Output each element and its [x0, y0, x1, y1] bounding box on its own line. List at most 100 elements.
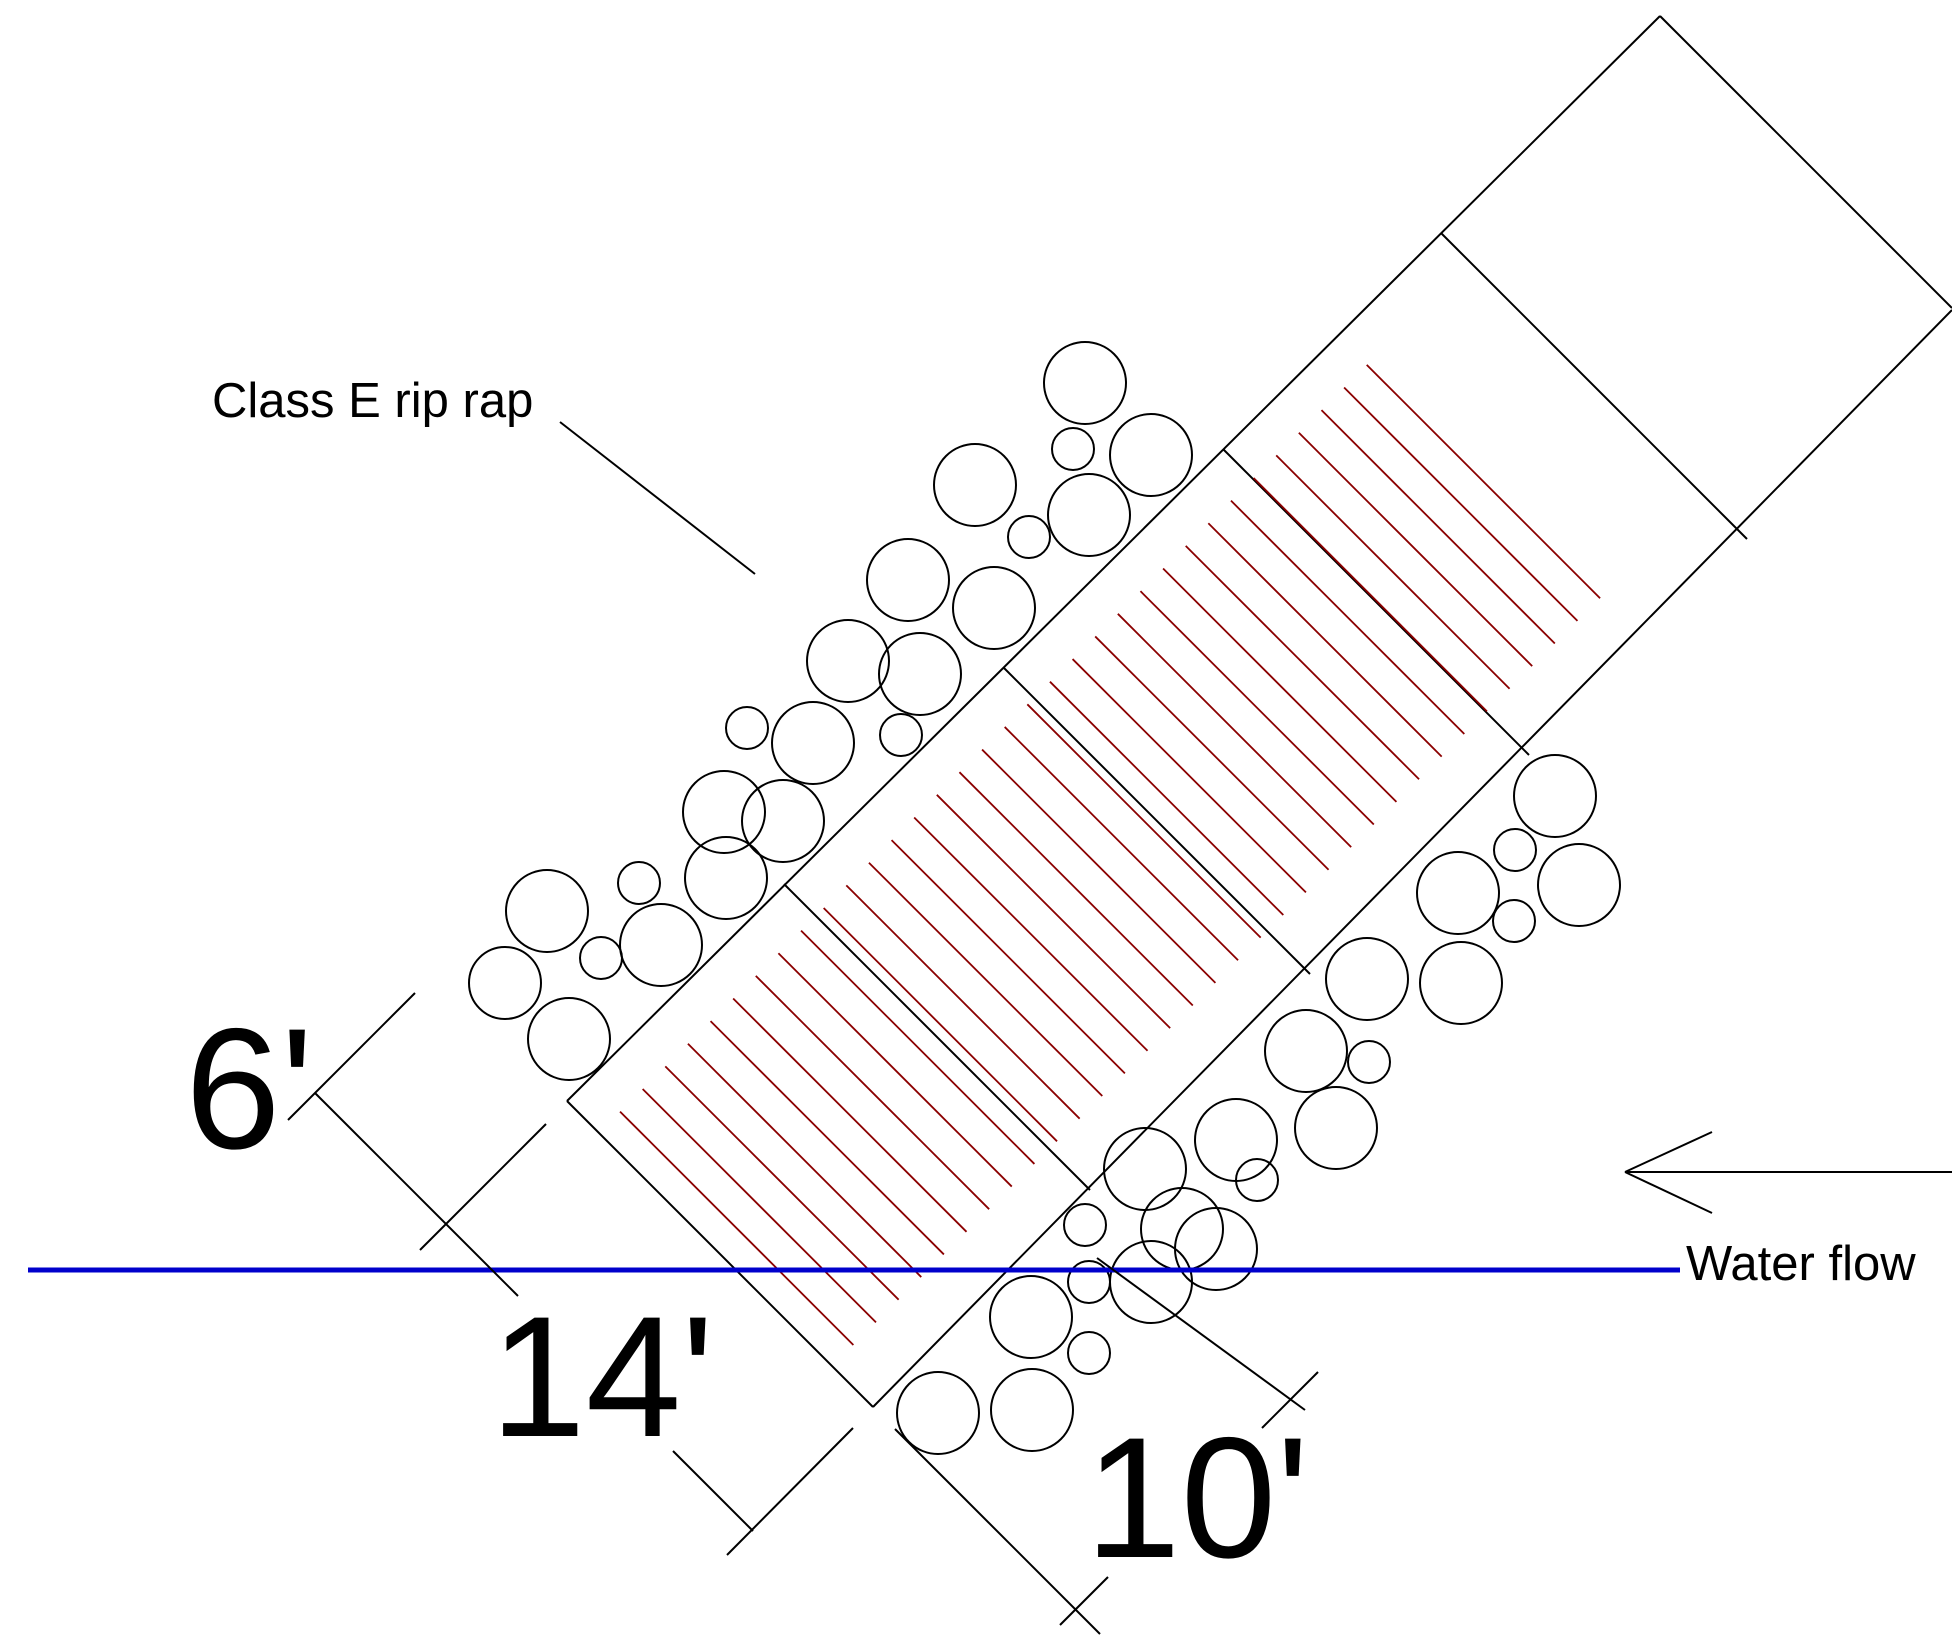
structure-end-bottom: [566, 1100, 874, 1408]
panel-divider-3: [1222, 448, 1530, 756]
hatch-line: [800, 929, 1036, 1165]
riprap-rock: [682, 770, 766, 854]
riprap-rock: [1140, 1187, 1224, 1271]
riprap-rock: [1416, 851, 1500, 935]
hatch-line: [1185, 545, 1420, 780]
riprap-rock: [684, 836, 768, 920]
riprap-rock: [619, 903, 703, 987]
riprap-rock: [527, 997, 611, 1081]
riprap-rock: [879, 713, 923, 757]
riprap-rock: [1294, 1086, 1378, 1170]
riprap-rock: [806, 619, 890, 703]
hatch-line: [1252, 477, 1488, 713]
hatch-line: [687, 1043, 922, 1278]
hatch-line: [642, 1088, 877, 1323]
riprap-rock: [1513, 754, 1597, 838]
riprap-rock: [771, 701, 855, 785]
hatch-line: [958, 771, 1194, 1007]
riprap-rock: [1194, 1098, 1278, 1182]
dimension-14ft-label: 14': [490, 1281, 714, 1473]
riprap-rock: [1067, 1260, 1111, 1304]
riprap-rocks: [468, 341, 1621, 1455]
riprap-rock: [741, 779, 825, 863]
hatch-line: [619, 1110, 855, 1346]
structure-end-top: [1659, 15, 1952, 309]
hatch-line: [1139, 590, 1375, 826]
hatch-line: [1366, 364, 1601, 599]
flow-arrow-icon: [1624, 1131, 1952, 1214]
hatch-line: [1275, 454, 1511, 690]
dimension-6ft-label: 6': [185, 993, 314, 1185]
dimension-14ft: [672, 1427, 854, 1556]
riprap-rock: [468, 946, 542, 1020]
panel-divider-4: [1440, 232, 1748, 540]
hatch-line: [845, 884, 1081, 1120]
structure-edge-lower: [872, 309, 1952, 1408]
hatch-line: [1230, 500, 1465, 735]
water-flow-label: Water flow: [1686, 1237, 1916, 1291]
riprap-rock: [1109, 413, 1193, 497]
concrete-hatching: [619, 364, 1601, 1346]
dimension-10ft-label: 10': [1085, 1402, 1309, 1594]
riprap-rock: [866, 538, 950, 622]
riprap-rock: [933, 443, 1017, 527]
riprap-rock: [1067, 1331, 1111, 1375]
hatch-line: [1094, 635, 1330, 871]
riprap-rock: [1051, 427, 1095, 471]
riprap-rock: [896, 1371, 980, 1455]
hatch-line: [1117, 613, 1352, 848]
riprap-rock: [1493, 828, 1537, 872]
structure-edge-upper: [566, 15, 1661, 1102]
hatch-line: [1298, 432, 1533, 667]
hatch-line: [732, 997, 968, 1233]
structure-outline: [566, 15, 1952, 1408]
hatch-line: [1343, 386, 1579, 622]
hatch-line: [936, 794, 1171, 1029]
dimension-10ft: [894, 1257, 1319, 1635]
riprap-rock: [1419, 941, 1503, 1025]
riprap-rock: [617, 861, 661, 905]
hatch-line: [1026, 703, 1262, 939]
riprap-rock: [725, 706, 769, 750]
riprap-rock: [579, 936, 623, 980]
hatch-line: [890, 839, 1126, 1075]
riprap-rock: [1325, 937, 1409, 1021]
riprap-rock: [1007, 515, 1051, 559]
panel-divider-1: [783, 883, 1091, 1191]
riprap-rock: [1047, 473, 1131, 557]
hatch-line: [755, 975, 990, 1210]
hatch-line: [823, 907, 1058, 1142]
riprap-rock: [989, 1275, 1073, 1359]
dimension-6ft: [287, 992, 547, 1297]
hatch-line: [1207, 522, 1443, 758]
riprap-rock: [990, 1368, 1074, 1452]
riprap-rock: [1264, 1009, 1348, 1093]
hatch-line: [868, 862, 1103, 1097]
hatch-line: [1320, 409, 1556, 645]
riprap-rock: [878, 632, 962, 716]
hatch-line: [1004, 726, 1239, 961]
riprap-rock: [1109, 1240, 1193, 1324]
riprap-rock: [1043, 341, 1127, 425]
riprap-rock: [1537, 843, 1621, 927]
riprap-rock: [952, 566, 1036, 650]
hatch-line: [1162, 567, 1398, 803]
riprap-rock: [1103, 1127, 1187, 1211]
riprap-rock: [1235, 1158, 1279, 1202]
riprap-label: Class E rip rap: [212, 374, 533, 428]
hatch-line: [913, 816, 1149, 1052]
hatch-line: [981, 748, 1217, 984]
riprap-rock: [1347, 1040, 1391, 1084]
panel-divider-2: [1003, 667, 1311, 975]
riprap-rock: [1063, 1203, 1107, 1247]
riprap-rock: [1174, 1207, 1258, 1291]
hatch-line: [1071, 658, 1307, 894]
hatch-line: [709, 1020, 945, 1256]
riprap-rock: [505, 869, 589, 953]
hatch-line: [777, 952, 1013, 1188]
hatch-line: [1049, 681, 1284, 916]
riprap-leader-line: [559, 421, 756, 575]
riprap-rock: [1492, 899, 1536, 943]
hatch-line: [664, 1065, 900, 1301]
